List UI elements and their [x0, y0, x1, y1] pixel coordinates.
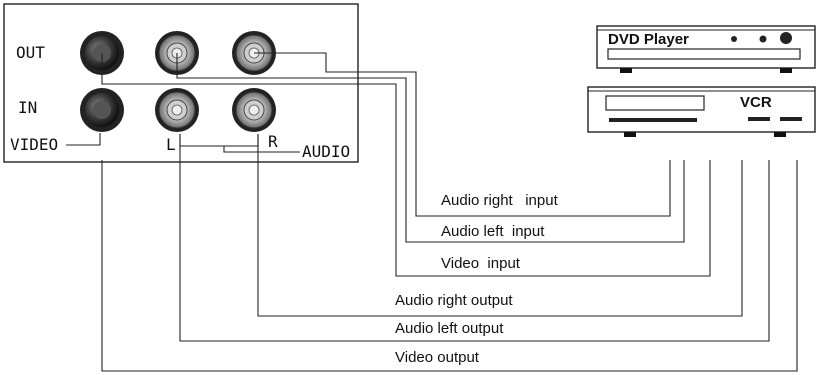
audio-label: AUDIO [302, 142, 350, 161]
vcr-label: VCR [740, 94, 772, 111]
jack-panel [3, 3, 359, 163]
dvd-player-label: DVD Player [608, 31, 689, 48]
vcr: VCR [587, 86, 816, 137]
left-label: L [166, 135, 176, 154]
in-label: IN [18, 98, 37, 117]
label-audio-right-input: Audio right input [441, 192, 559, 209]
label-video-input: Video input [441, 255, 521, 272]
wire-video-input [101, 53, 711, 277]
vcr-strip [609, 118, 697, 122]
dvd-disc-tray [607, 48, 801, 60]
out-label: OUT [16, 43, 45, 62]
vcr-button-right-icon [780, 117, 802, 121]
audio-left-in-jack[interactable] [155, 88, 199, 132]
wire-audio-left-input [176, 53, 685, 243]
right-label: R [268, 132, 278, 151]
dvd-player: DVD Player [596, 25, 816, 73]
vcr-button-left-icon [748, 117, 770, 121]
label-audio-left-input: Audio left input [441, 223, 545, 240]
label-video-output: Video output [395, 349, 480, 366]
vcr-tape-slot [605, 95, 705, 111]
video-label: VIDEO [10, 135, 58, 154]
label-audio-left-output: Audio left output [395, 320, 504, 337]
wire-audio-right-input [254, 52, 671, 217]
wire-video-output [101, 160, 798, 372]
video-in-jack[interactable] [80, 88, 124, 132]
wire-audio-left-output [179, 134, 770, 342]
dvd-power-knob-icon [780, 32, 792, 44]
audio-right-in-jack[interactable] [232, 88, 276, 132]
dvd-button-icon [759, 35, 767, 43]
dvd-indicator-icon [731, 36, 737, 42]
label-audio-right-output: Audio right output [395, 292, 513, 309]
wire-audio-right-output [257, 134, 743, 317]
video-label-leader [66, 133, 101, 146]
